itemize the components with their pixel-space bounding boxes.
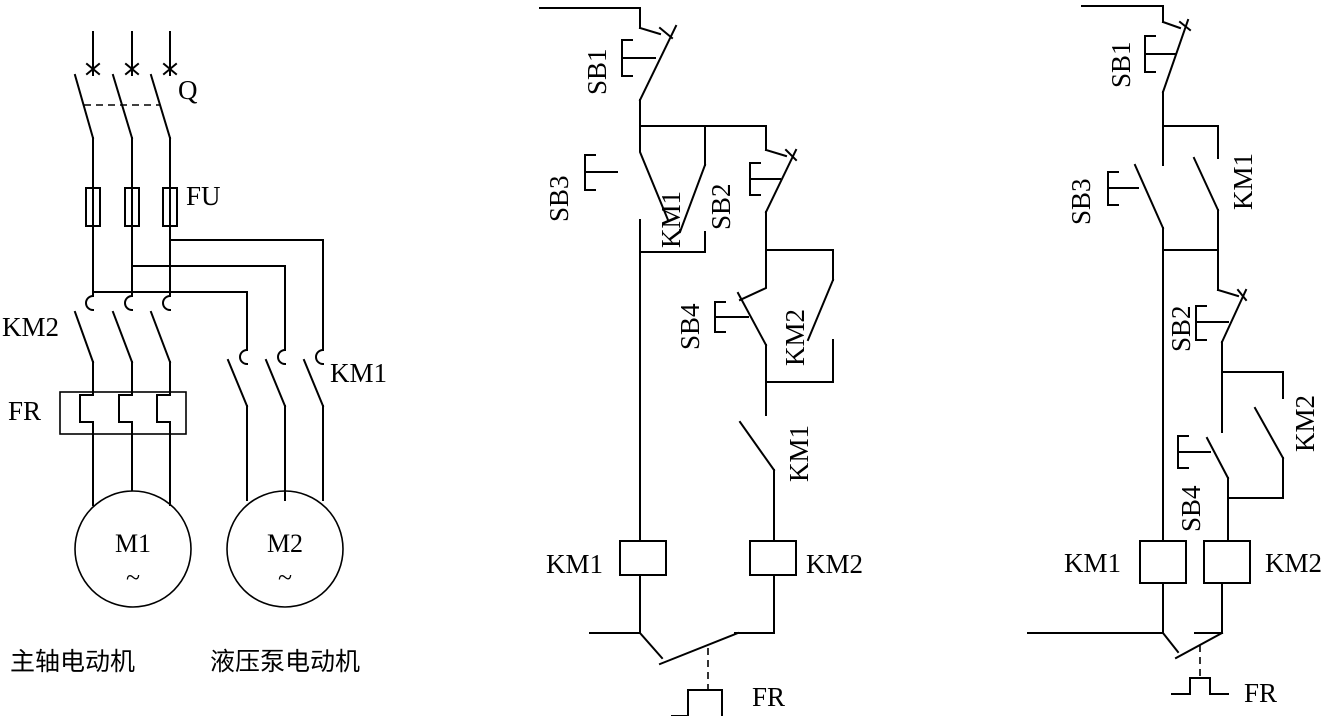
fuse-fu-label: FU	[186, 181, 221, 211]
sb1-label-a: SB1	[582, 48, 612, 95]
coil-km2-label-b: KM2	[1265, 548, 1322, 578]
coil-km2-a	[749, 540, 797, 576]
motor-m2-name: M2	[267, 529, 303, 558]
sb3-button	[584, 125, 670, 222]
km2-hold-label-b: KM2	[1290, 395, 1320, 452]
km2-hold-label-a: KM2	[780, 309, 810, 366]
contactor-km1-label: KM1	[330, 358, 387, 388]
sb3-label-a: SB3	[544, 175, 574, 222]
coil-km1-a	[619, 540, 667, 576]
coil-km2-label-a: KM2	[806, 549, 863, 579]
overload-fr-label: FR	[8, 396, 41, 426]
sb2-label-a: SB2	[706, 183, 736, 230]
sb4-label-a: SB4	[675, 303, 705, 350]
motor-m1: M1 ~	[74, 490, 192, 608]
contactor-km1-main	[226, 348, 325, 501]
contactor-km2-label: KM2	[2, 312, 59, 342]
control-circuit-b: SB1 SB3 KM1 SB2 SB4 KM2 KM1 KM2	[1027, 5, 1322, 708]
coil-km1-b	[1139, 540, 1187, 584]
sb3-label-b: SB3	[1066, 178, 1096, 225]
fr-contact-b	[1171, 677, 1229, 695]
motor-m1-symbol: ~	[126, 563, 140, 592]
sb2-button	[749, 148, 798, 251]
motor-m2: M2 ~	[226, 490, 344, 608]
sb1-label-b: SB1	[1106, 41, 1136, 88]
km1-interlock-label-a: KM1	[784, 425, 814, 482]
coil-km1-label-a: KM1	[546, 549, 603, 579]
switch-q	[73, 73, 172, 140]
switch-q-label: Q	[178, 75, 198, 105]
contactor-km2-main	[73, 294, 172, 364]
fr-label-b: FR	[1244, 678, 1277, 708]
fuse-fu	[85, 187, 178, 227]
sb2-label-b: SB2	[1166, 305, 1196, 352]
sb1-button-b	[1144, 18, 1192, 127]
caption-pump-motor: 液压泵电动机	[210, 647, 360, 676]
fr-contact-a	[671, 689, 723, 716]
km1-hold-label-a: KM1	[656, 191, 686, 248]
fr-label-a: FR	[752, 682, 785, 712]
main-circuit: Q FU KM2	[2, 31, 387, 676]
sb4-button	[714, 250, 766, 383]
overload-fr	[59, 361, 187, 506]
sb1-button	[621, 24, 678, 127]
coil-km1-label-b: KM1	[1064, 548, 1121, 578]
control-circuit-a: SB1 SB3 KM1 SB2 SB4 KM2	[539, 7, 863, 716]
km1-hold-label-b: KM1	[1228, 153, 1258, 210]
motor-m1-name: M1	[115, 529, 151, 558]
coil-km2-b	[1203, 540, 1251, 584]
supply-terminals	[85, 31, 178, 76]
sb2-button-b	[1195, 249, 1248, 373]
sb4-label-b: SB4	[1176, 485, 1206, 532]
caption-spindle-motor: 主轴电动机	[10, 647, 135, 676]
motor-m2-symbol: ~	[278, 563, 292, 592]
